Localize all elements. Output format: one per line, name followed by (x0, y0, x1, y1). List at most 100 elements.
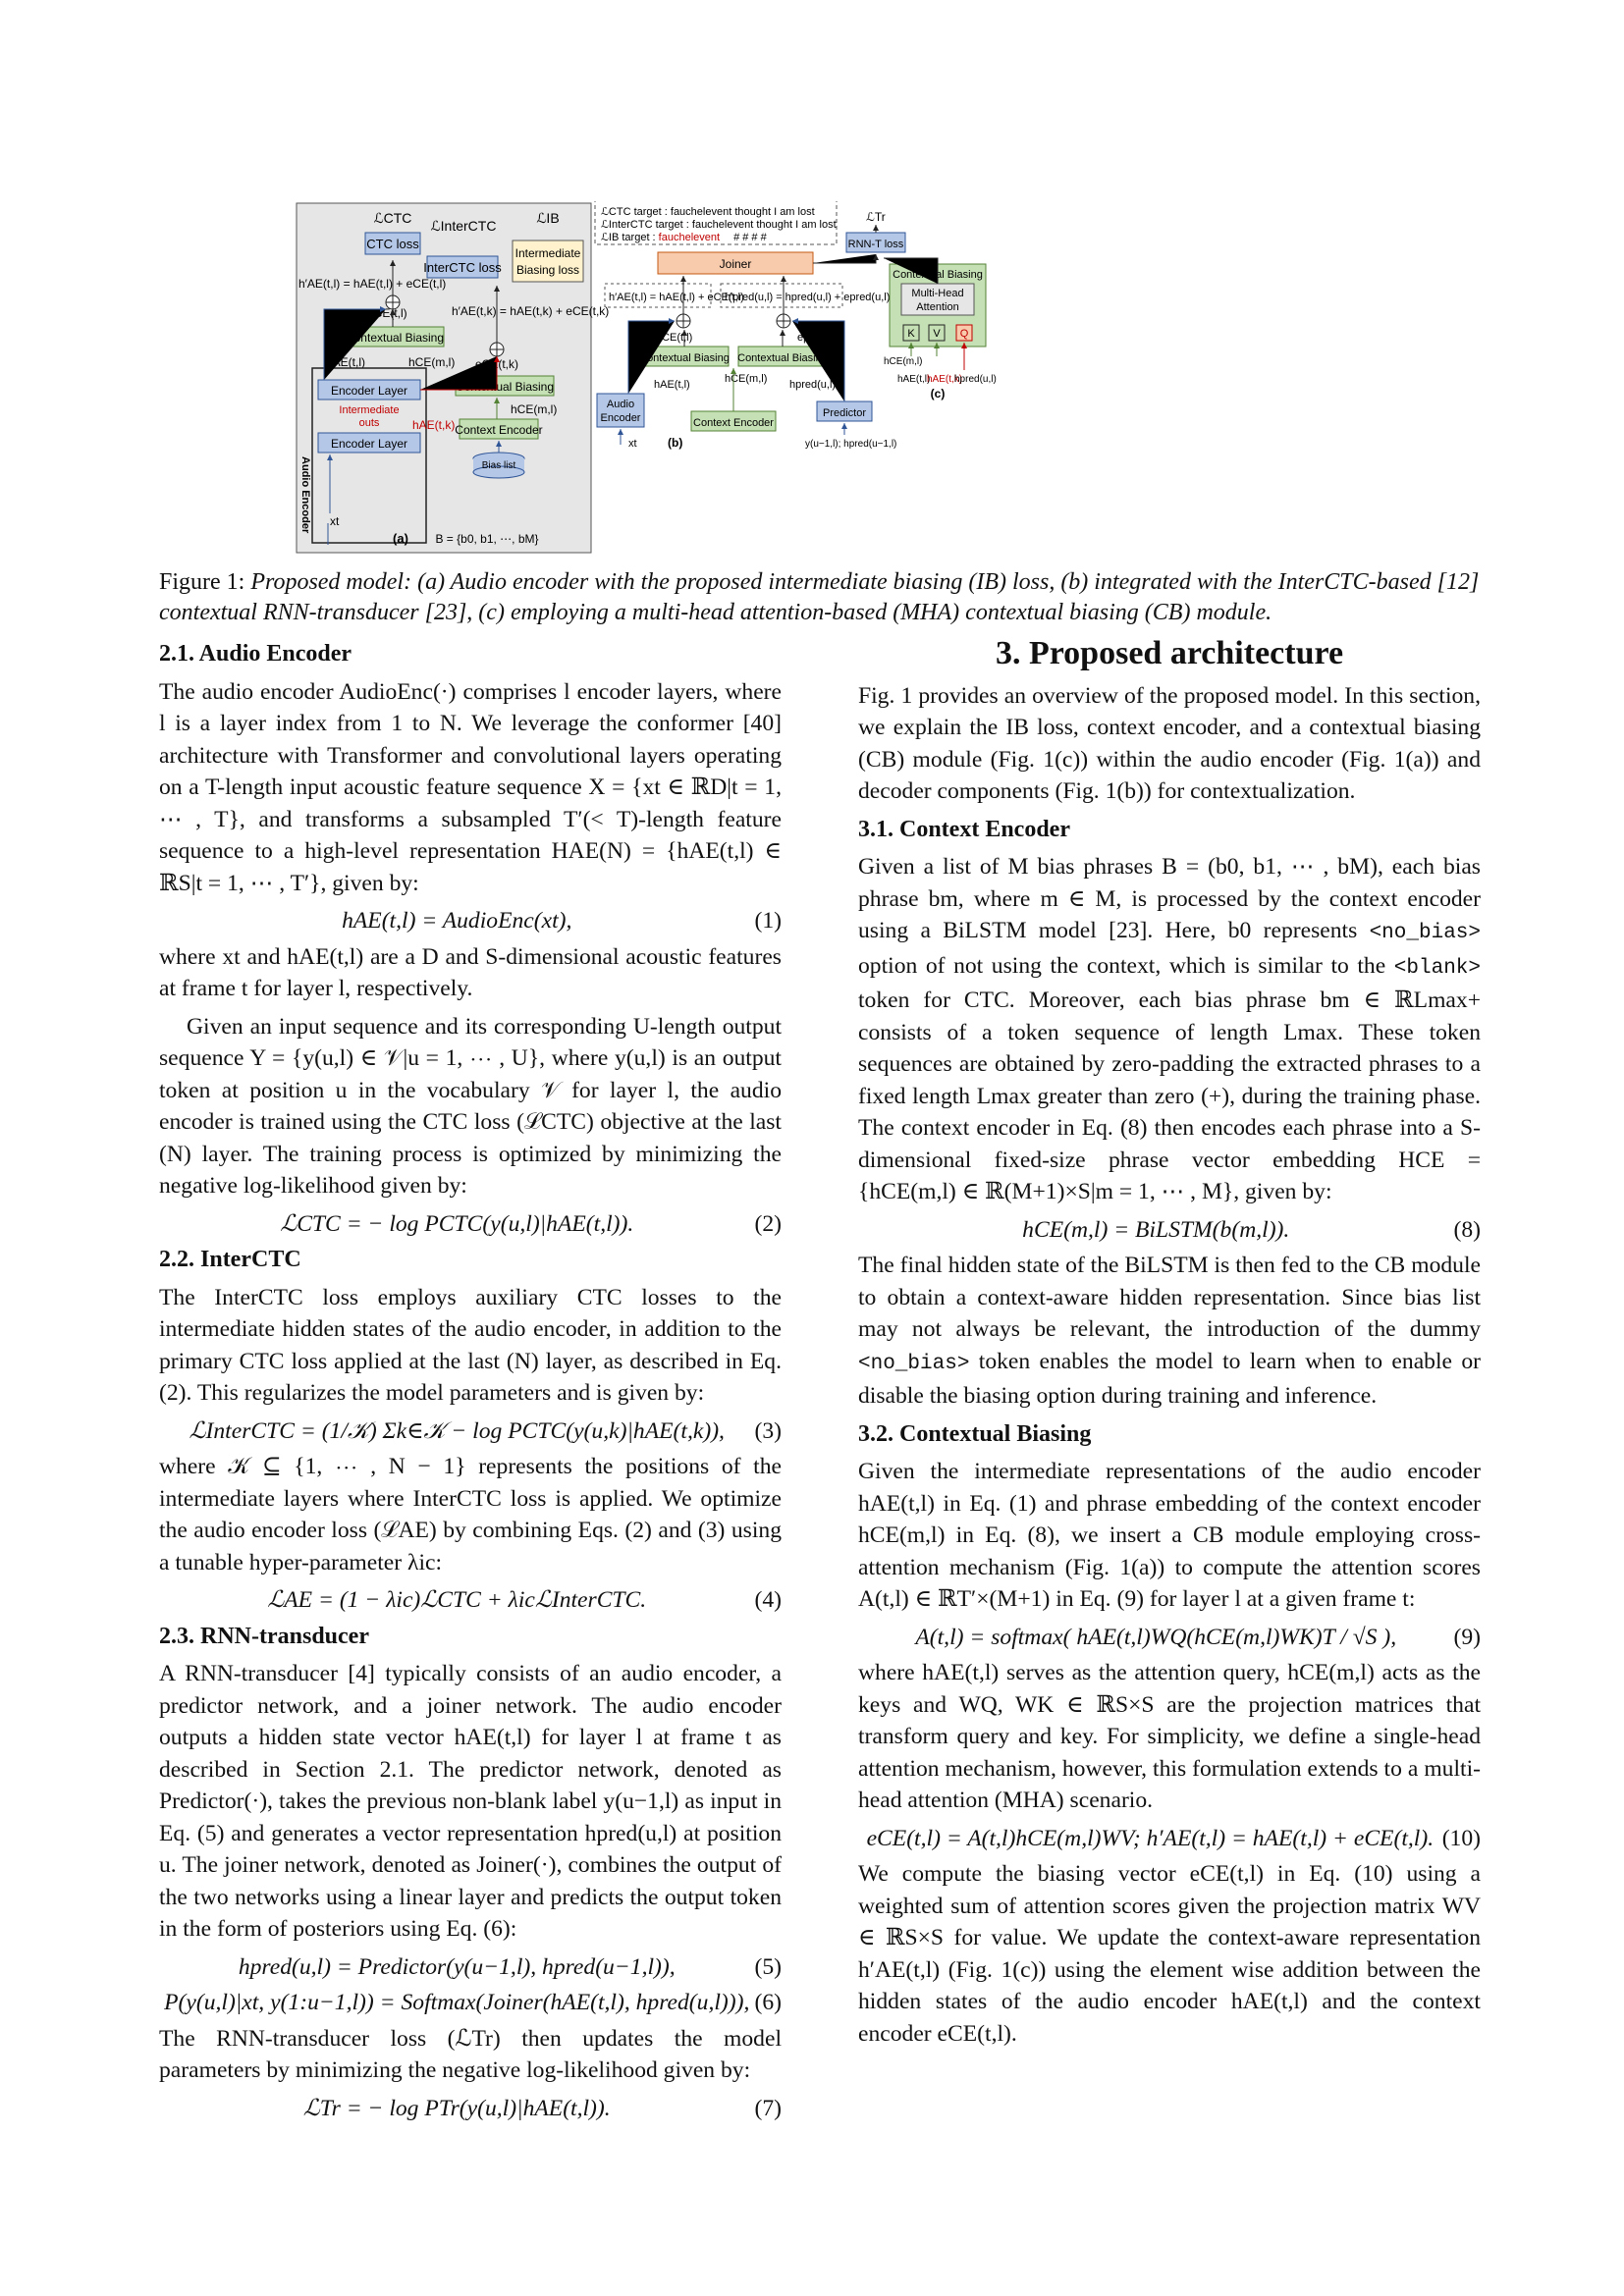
section-2-3-title: 2.3. RNN-transducer (159, 1623, 369, 1649)
l-tr-label: ℒTr (866, 210, 886, 224)
blank-token: <blank> (1393, 956, 1481, 980)
audio-encoder-frame (311, 367, 427, 544)
equation-7-number: (7) (754, 2095, 782, 2121)
panel-a-label: (a) (393, 531, 408, 546)
panel-c-label: (c) (931, 387, 946, 400)
v-text: V (933, 328, 941, 340)
section-2-2-para-1: The InterCTC loss employs auxiliary CTC … (159, 1284, 782, 1407)
arrow-enc-b-to-add (627, 318, 675, 394)
h-update-pred: h′pred(u,l) = hpred(u,l) + epred(u,l) (725, 292, 890, 303)
section-3-para-1: Fig. 1 provides an overview of the propo… (858, 682, 1481, 805)
section-2-1-title: 2.1. Audio Encoder (159, 641, 352, 667)
equation-9: A(t,l) = softmax( hAE(t,l)WQ(hCE(m,l)WK)… (858, 1622, 1481, 1654)
context-encoder-text-b: Context Encoder (693, 417, 774, 429)
equation-10-body: eCE(t,l) = A(t,l)hCE(m,l)WV; h′AE(t,l) =… (866, 1825, 1435, 1851)
equation-7: ℒTr = − log PTr(y(u,l)|hAE(t,l)).(7) (159, 2093, 782, 2125)
section-3-2-para-1: Given the intermediate representations o… (858, 1459, 1481, 1612)
q-text: Q (960, 328, 969, 340)
context-encoder-text-a: Context Encoder (455, 423, 542, 437)
encoder-layer-bottom-text: Encoder Layer (331, 437, 407, 451)
ib-loss-text-2: Biasing loss (516, 263, 579, 277)
query-ae: hAE(t,l) (897, 374, 930, 385)
caption-label: Figure 1: (159, 569, 245, 595)
interctc-loss-text: InterCTC loss (423, 260, 502, 275)
arrow-inter-to-add (420, 356, 500, 391)
arrow-pred-to-add (792, 318, 845, 401)
h-update-k: h′AE(t,k) = hAE(t,k) + eCE(t,k) (452, 304, 609, 318)
add-node-b-right-plus (777, 314, 790, 328)
equation-6: P(y(u,l)|xt, y(1:u−1,l)) = Softmax(Joine… (159, 1987, 782, 2019)
audio-encoder-box-b (596, 393, 645, 428)
ib-loss-text-1: Intermediate (515, 246, 581, 260)
mha-text-2: Attention (916, 301, 958, 313)
equation-8-number: (8) (1453, 1216, 1481, 1243)
section-3-2-para-2: where hAE(t,l) serves as the attention q… (858, 1660, 1481, 1813)
context-encoder-box-a (459, 418, 539, 440)
cb-text-b-left: Contextual Biasing (639, 352, 730, 364)
intermediate-outs-1: Intermediate (339, 404, 399, 416)
section-2-3-para-1: A RNN-transducer [4] typically consists … (159, 1661, 782, 1942)
figure-1-diagram: ℒCTC CTC loss ℒInterCTC InterCTC loss ℒI… (296, 198, 997, 554)
panel-b-label: (b) (668, 436, 682, 450)
equation-9-number: (9) (1453, 1624, 1481, 1650)
section-2-2-para-2: where 𝒦 ⊆ {1, ⋯ , N − 1} represents the … (159, 1454, 782, 1575)
equation-8-body: hCE(m,l) = BiLSTM(b(m,l)). (1022, 1216, 1290, 1243)
h-update-top: h′AE(t,l) = hAE(t,l) + eCE(t,l) (298, 277, 446, 291)
h-ce-b: hCE(m,l) (725, 373, 767, 385)
cb-text-a1: Contextual Biasing (346, 331, 444, 345)
intermediate-outs-2: outs (359, 417, 380, 429)
s31-p1a: Given a list of M bias phrases B = (b0, … (858, 854, 1481, 943)
equation-3-number: (3) (754, 1417, 782, 1444)
y-in-b: y(u−1,l); hpred(u−1,l) (805, 439, 896, 450)
audio-encoder-text-b-2: Encoder (601, 412, 641, 424)
ctc-loss-text: CTC loss (366, 237, 419, 251)
v-box (928, 324, 946, 342)
equation-3-body: ℒInterCTC = (1/𝒦) Σk∈𝒦 − log PCTC(y(u,k)… (189, 1417, 725, 1444)
equation-5-body: hpred(u,l) = Predictor(y(u−1,l), hpred(u… (238, 1953, 676, 1980)
equation-5: hpred(u,l) = Predictor(y(u−1,l), hpred(u… (159, 1951, 782, 1984)
h-ae-tk: hAE(t,k) (412, 418, 455, 432)
equation-2-body: ℒCTC = − log PCTC(y(u,l)|hAE(t,l)). (280, 1210, 634, 1237)
target-ib-hashes: # # # # (733, 232, 768, 243)
q-box (955, 324, 973, 342)
h-update-pred-box (720, 283, 843, 308)
l-ctc-label: ℒCTC (374, 210, 412, 226)
x-t-a: xt (330, 514, 340, 528)
equation-4: ℒAE = (1 − λic)ℒCTC + λicℒInterCTC.(4) (159, 1584, 782, 1617)
audio-encoder-text-b-1: Audio (607, 399, 634, 410)
equation-2-number: (2) (754, 1210, 782, 1237)
figure-caption: Figure 1: Proposed model: (a) Audio enco… (159, 567, 1487, 628)
equation-5-number: (5) (754, 1953, 782, 1980)
section-2-3-para-2: The RNN-transducer loss (ℒTr) then updat… (159, 2025, 782, 2084)
section-2-2-title: 2.2. InterCTC (159, 1247, 301, 1272)
audio-encoder-side-label: Audio Encoder (299, 456, 311, 534)
right-column: 3. Proposed architecture Fig. 1 provides… (858, 637, 1481, 2056)
rnnt-loss-text: RNN-T loss (848, 239, 904, 250)
h-update-ae: h′AE(t,l) = hAE(t,l) + eCE(t,l) (609, 292, 744, 303)
target-interctc: ℒInterCTC target : fauchelevent thought … (601, 219, 837, 231)
query-pred: hpred(u,l) (954, 374, 997, 385)
s31-p1b: option of not using the context, which i… (858, 952, 1394, 979)
section-3-2-title: 3.2. Contextual Biasing (858, 1420, 1092, 1447)
cb-text-b-right: Contextual Biasing (737, 352, 828, 364)
k-text: K (907, 328, 915, 340)
h-ce-ml-2: hCE(m,l) (511, 402, 557, 416)
joiner-text: Joiner (720, 257, 752, 271)
bias-list-text: Bias list (482, 460, 516, 471)
section-2-1-para-2: where xt and hAE(t,l) are a D and S-dime… (159, 943, 782, 1002)
x-t-b: xt (628, 438, 637, 450)
encoder-layer-bottom-box (317, 432, 421, 454)
query-ae-k: hAE(t,k) (927, 374, 962, 385)
equation-8: hCE(m,l) = BiLSTM(b(m,l)). (8) (858, 1214, 1481, 1247)
section-3-1-para-1: Given a list of M bias phrases B = (b0, … (858, 851, 1481, 1208)
section-2-1-para-3: Given an input sequence and its correspo… (159, 1013, 782, 1200)
l-interctc-label: ℒInterCTC (431, 218, 497, 234)
arrow-enc-to-add (323, 306, 386, 380)
s31-p2a: The final hidden state of the BiLSTM is … (858, 1253, 1481, 1342)
equation-1-number: (1) (754, 908, 782, 934)
equation-2: ℒCTC = − log PCTC(y(u,l)|hAE(t,l)). (2) (159, 1208, 782, 1241)
add-node-top-plus (386, 295, 400, 309)
equation-3: ℒInterCTC = (1/𝒦) Σk∈𝒦 − log PCTC(y(u,k)… (159, 1415, 782, 1448)
h-ae-b: hAE(t,l) (654, 379, 690, 391)
equation-10-number: (10) (1441, 1825, 1481, 1851)
